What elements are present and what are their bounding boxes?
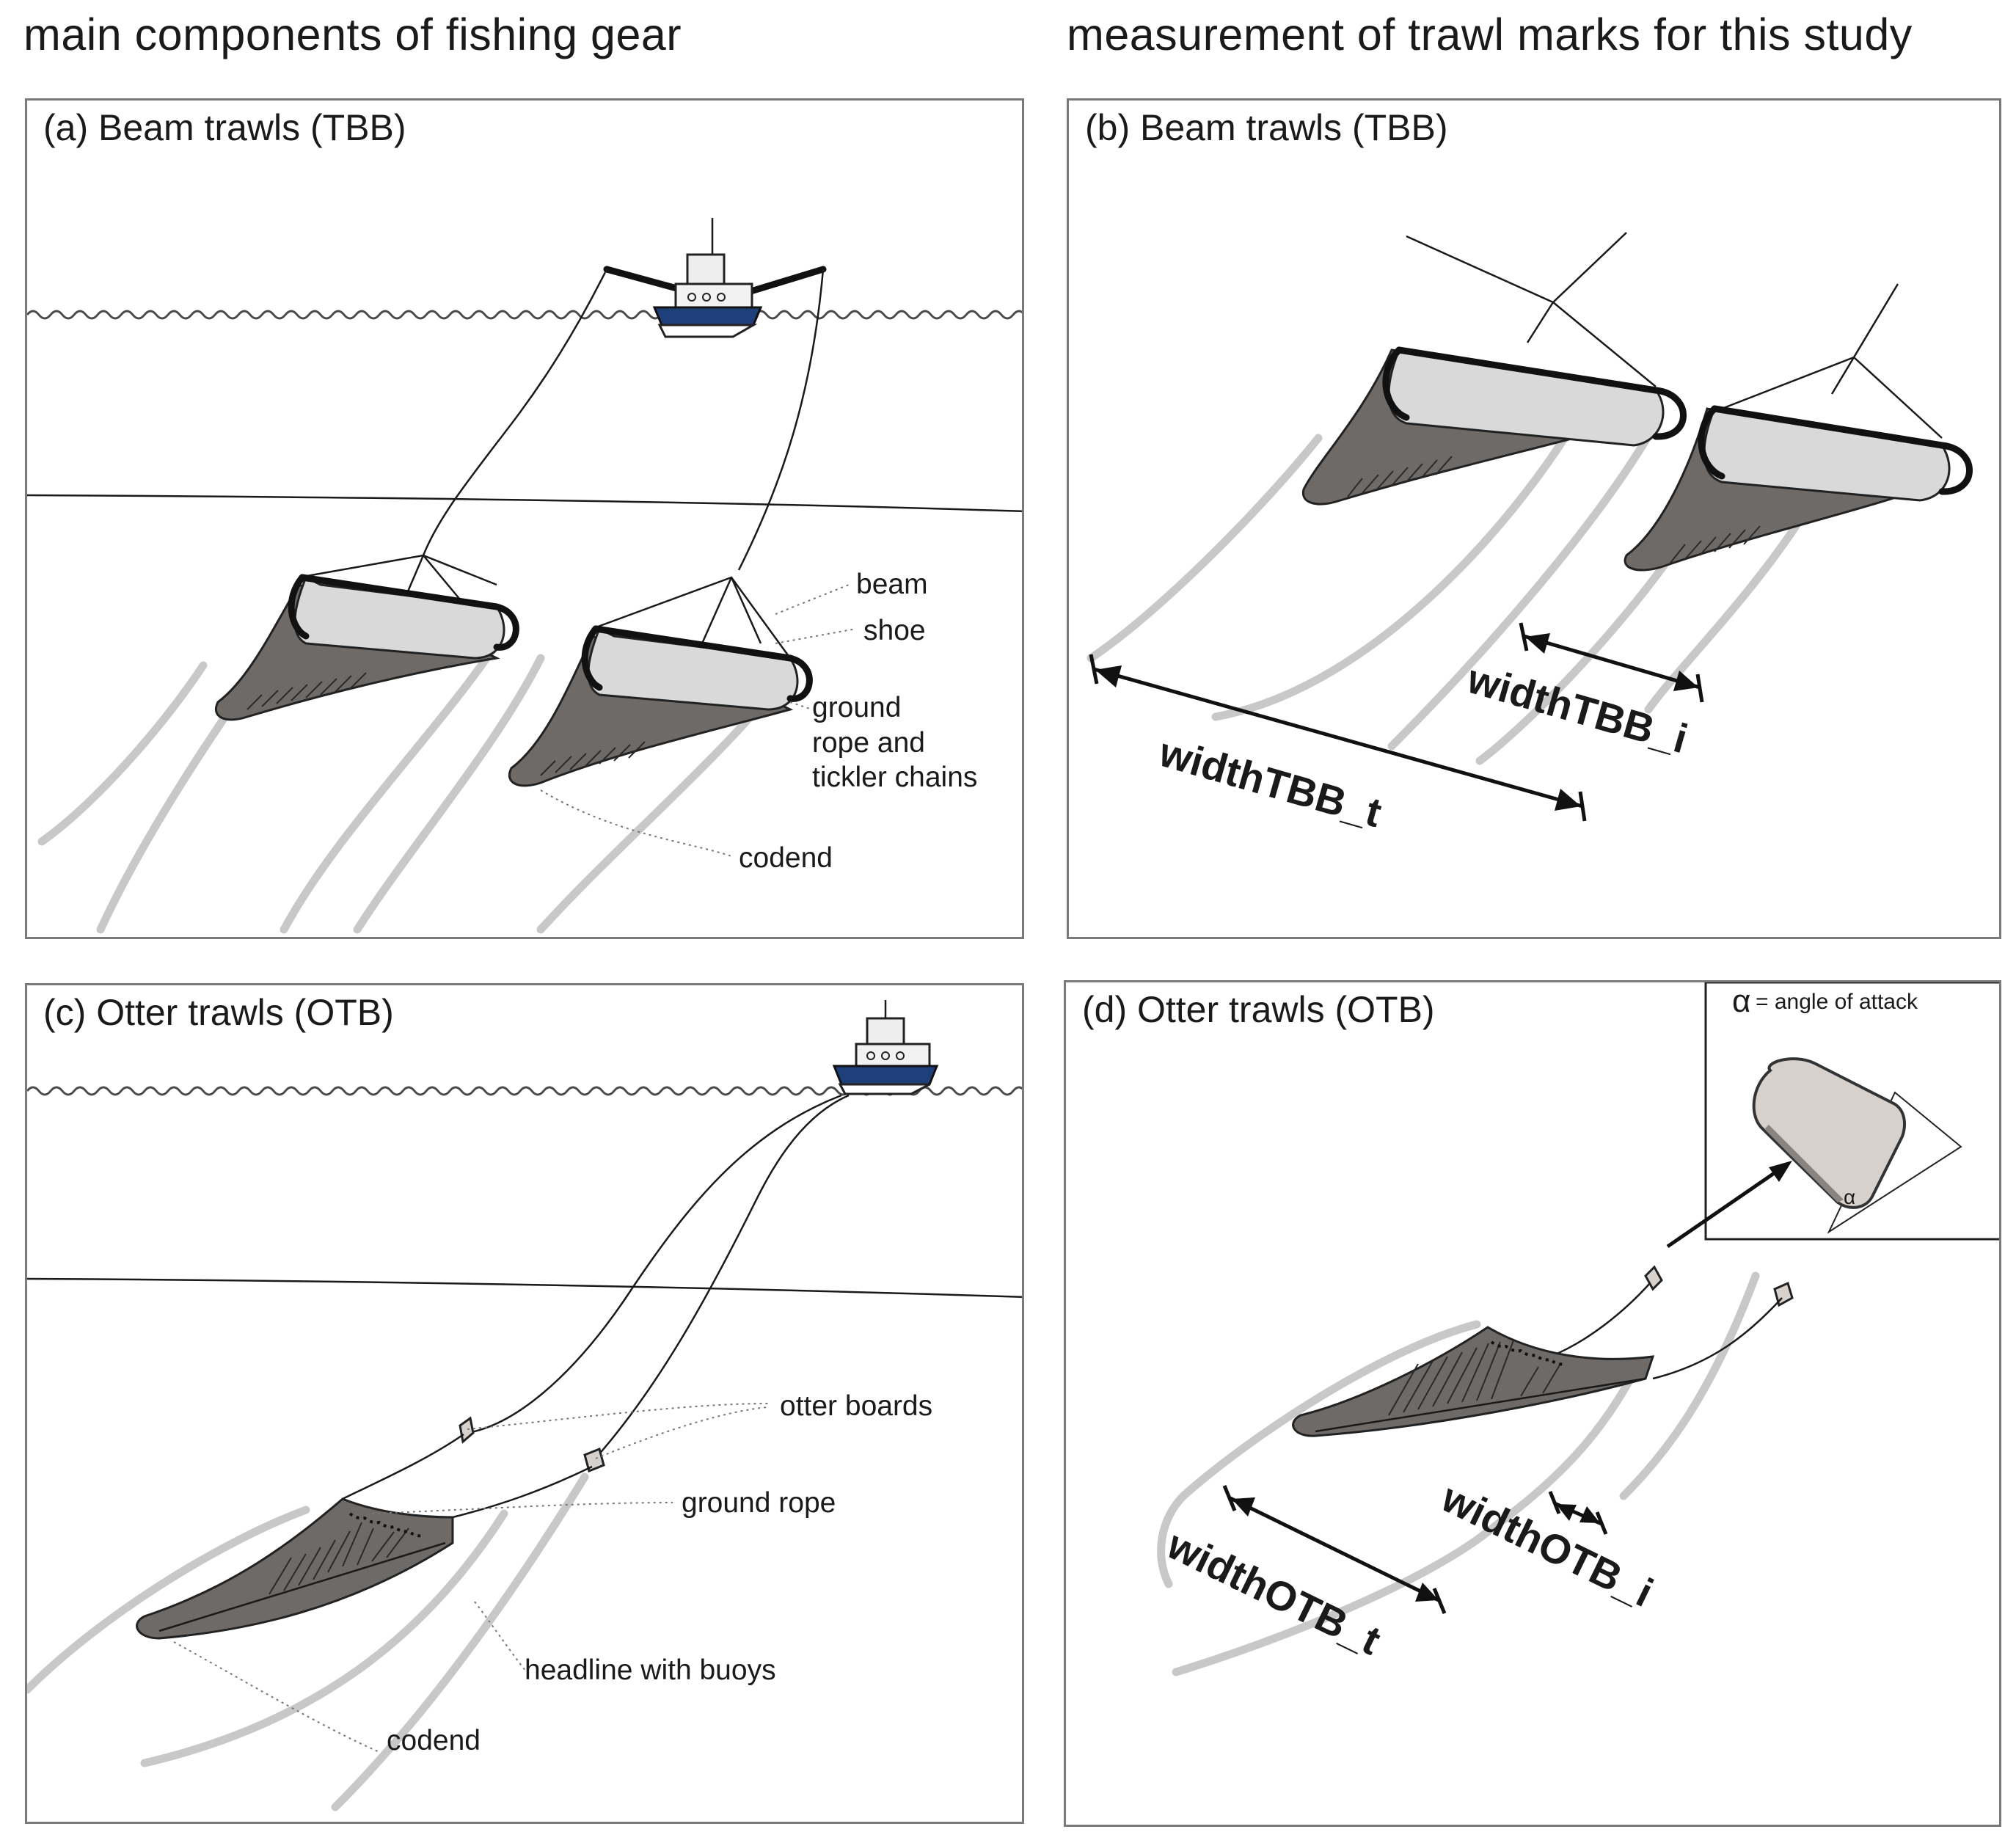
label-ground-rope: ground rope	[682, 1487, 836, 1519]
label-codend: codend	[387, 1725, 481, 1756]
measurement-arrow-widthOTB-i	[1548, 1491, 1608, 1535]
label-ground-rope-line2: rope and	[812, 727, 925, 759]
beam-trawl-left	[215, 554, 519, 721]
panel-a-title: (a) Beam trawls (TBB)	[43, 107, 406, 148]
seabed-line	[27, 1277, 1022, 1299]
seabed-trawl-tracks	[1157, 1271, 1760, 1676]
otter-board-right-icon	[583, 1447, 605, 1473]
otter-trawl-net	[1292, 1326, 1655, 1437]
left-column-heading: main components of fishing gear	[23, 10, 682, 59]
warp-right	[737, 269, 825, 571]
warp-left	[422, 269, 608, 556]
label-headline-with-buoys: headline with buoys	[525, 1654, 776, 1686]
sea-surface-waves	[27, 310, 1022, 320]
alpha-angle-mark: α	[1844, 1186, 1855, 1208]
panel-a-beam-trawl-components: beam shoe ground rope and tickler chains…	[25, 98, 1024, 939]
alpha-symbol: α	[1732, 983, 1750, 1019]
beam-trawl-upper-left	[1301, 232, 1687, 506]
label-widthTBB-t: widthTBB_t	[1154, 729, 1387, 836]
label-codend: codend	[739, 842, 833, 874]
warp-right	[591, 1094, 850, 1463]
panel-b-illustration: widthTBB_t widthTBB_i	[1086, 232, 1973, 836]
otter-board-left-icon	[1644, 1265, 1663, 1291]
otter-trawl-net	[136, 1497, 454, 1640]
measurement-arrow-widthTBB-i	[1519, 622, 1704, 703]
panel-d-otter-trawl-measurement: α α = angle of attack	[1064, 980, 2001, 1827]
measurement-arrow-widthOTB-t	[1222, 1485, 1447, 1614]
label-beam: beam	[856, 569, 928, 600]
beam-trawl-right	[508, 576, 813, 787]
panel-c-title: (c) Otter trawls (OTB)	[43, 992, 394, 1033]
panel-b-beam-trawl-measurement: widthTBB_t widthTBB_i (b) Beam trawls (T…	[1067, 98, 2001, 939]
panel-c-otter-trawl-components: otter boards ground rope headline with b…	[25, 983, 1024, 1824]
beam-trawl-lower-right	[1624, 283, 1973, 572]
measurement-arrow-widthTBB-t	[1089, 654, 1587, 822]
panel-d-title: (d) Otter trawls (OTB)	[1082, 989, 1435, 1030]
fishing-vessel-icon	[832, 1000, 939, 1095]
inset-pointer-arrow	[1666, 1161, 1792, 1249]
panel-a-illustration: beam shoe ground rope and tickler chains…	[27, 218, 1022, 934]
label-otter-boards: otter boards	[780, 1390, 932, 1422]
otter-board-left-icon	[459, 1416, 475, 1444]
label-ground-rope-line1: ground	[812, 692, 901, 723]
right-column-heading: measurement of trawl marks for this stud…	[1067, 10, 1913, 59]
panel-d-illustration: α α = angle of attack	[1157, 982, 1999, 1676]
alpha-definition-text: = angle of attack	[1756, 990, 1918, 1014]
angle-of-attack-inset: α α = angle of attack	[1704, 982, 1999, 1241]
panel-b-title: (b) Beam trawls (TBB)	[1085, 107, 1448, 148]
label-shoe: shoe	[863, 615, 926, 646]
label-ground-rope-line3: tickler chains	[812, 762, 977, 793]
warp-left	[467, 1094, 842, 1434]
fishing-vessel-icon	[603, 218, 827, 338]
seabed-line	[27, 494, 1022, 513]
seabed-trawl-tracks	[27, 1472, 589, 1811]
panel-c-illustration: otter boards ground rope headline with b…	[27, 1000, 1022, 1811]
